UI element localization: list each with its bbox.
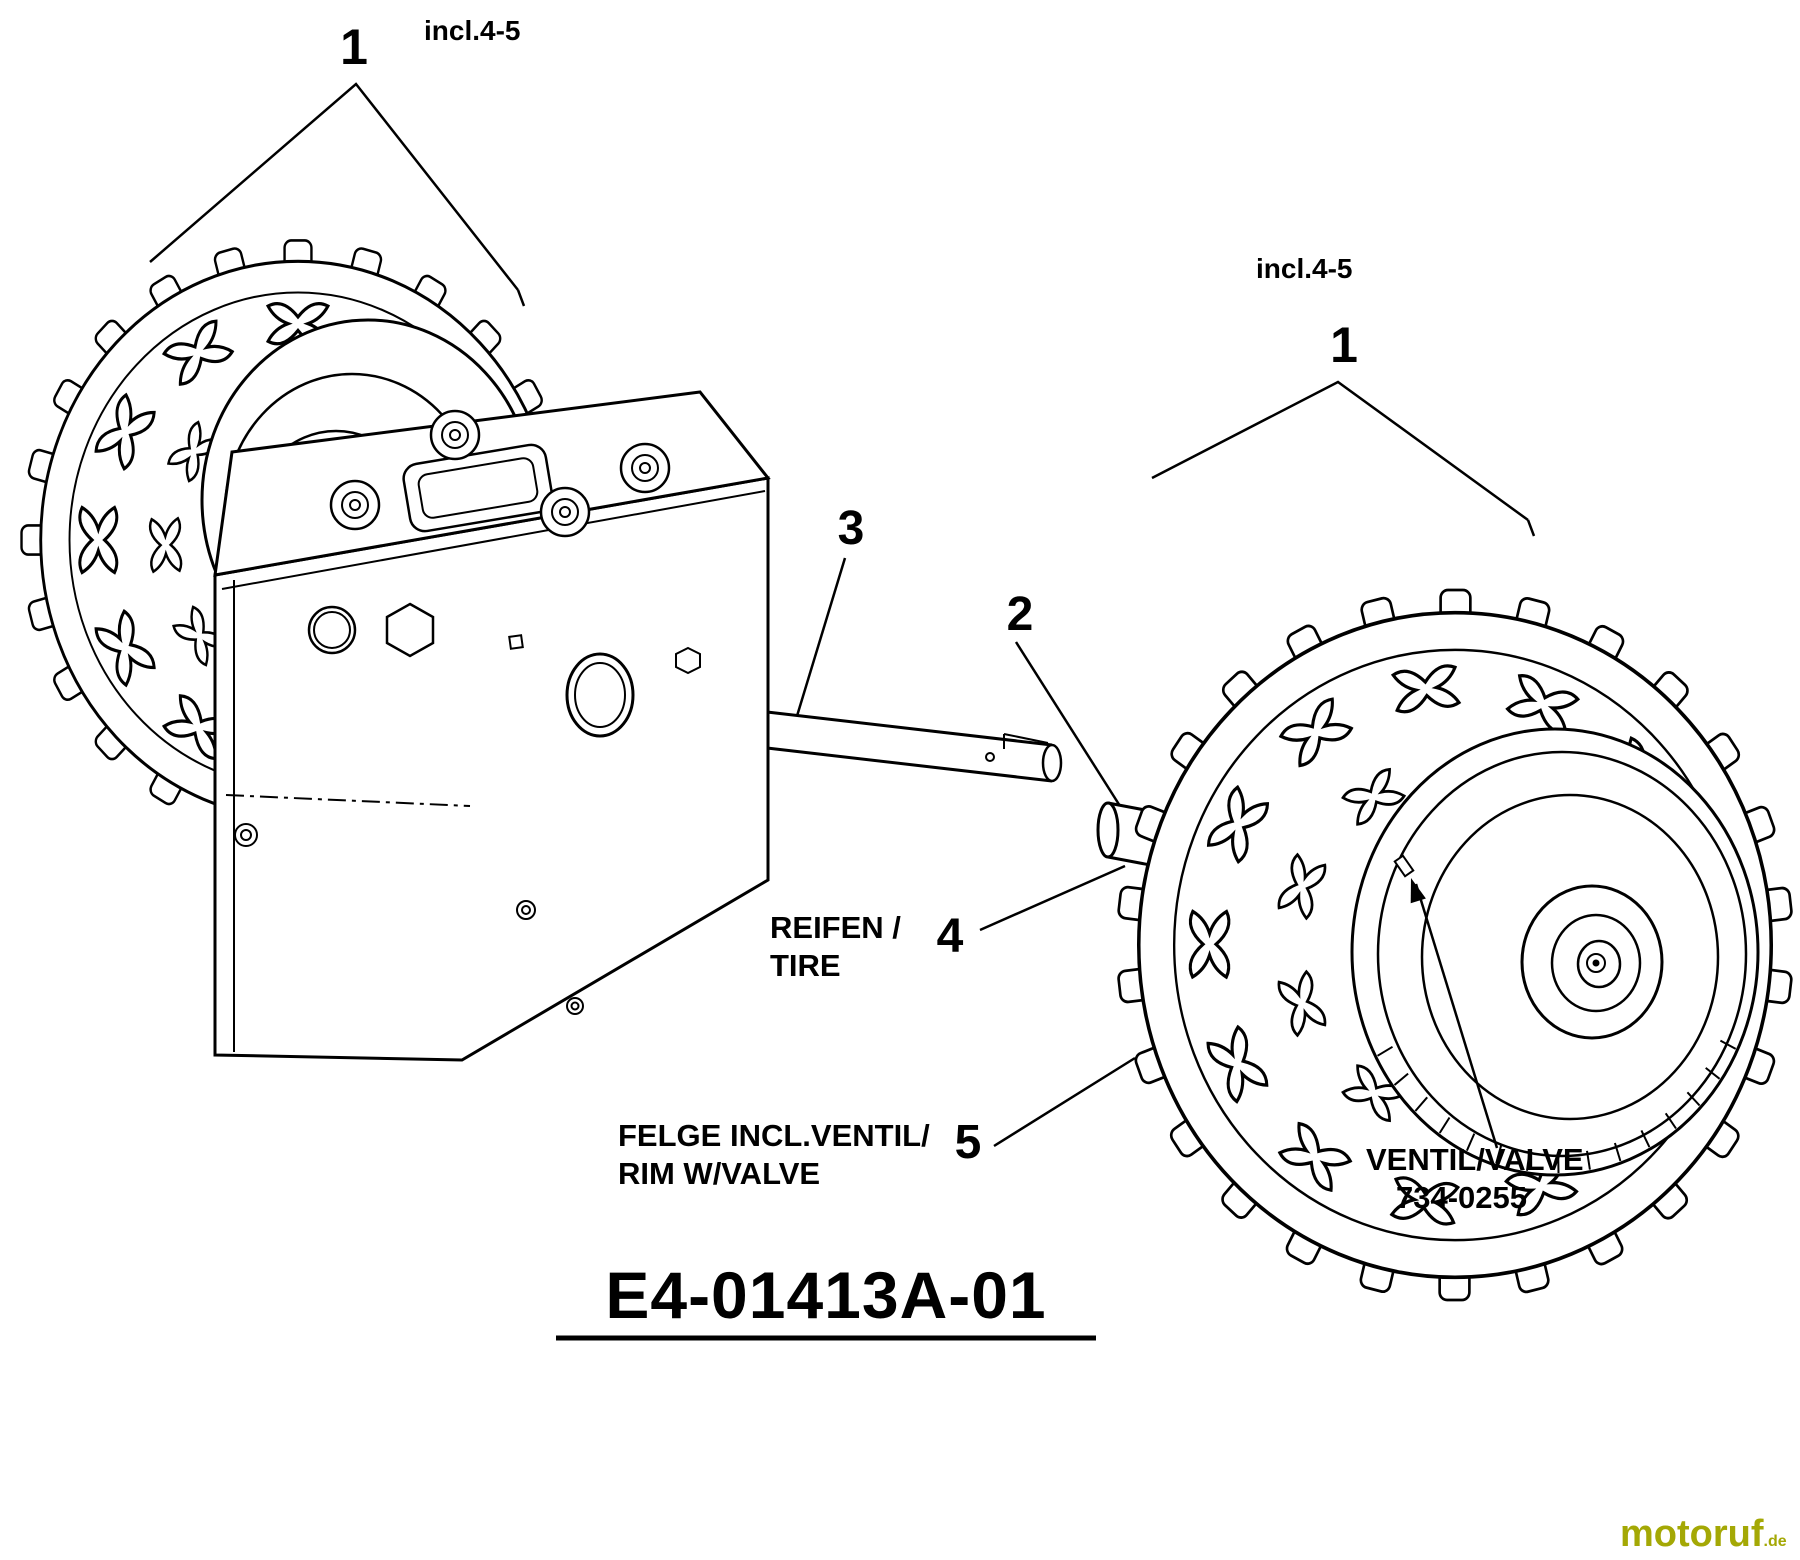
panel-large-hole [565, 652, 635, 738]
rim-shading-tick [1686, 1091, 1701, 1107]
rim-shading-tick [1526, 1151, 1531, 1171]
axle-shaft [766, 710, 1063, 783]
rim-shading-tick [1586, 1150, 1591, 1170]
valve-label: VENTIL/VALVE [1366, 1142, 1584, 1177]
bearing-boss [539, 486, 591, 538]
callout-labels: 1 incl.4-5 incl.4-5 1 3 2 4 REIFEN / TIR… [340, 15, 1584, 1215]
callout-1-left-note: incl.4-5 [424, 15, 520, 46]
hex-nut [385, 602, 435, 658]
diagram-code: E4-01413A-01 [605, 1258, 1046, 1332]
callout-3-label: 3 [838, 502, 865, 555]
small-hex-nut [675, 646, 701, 675]
valve-leader-arrow [1410, 878, 1426, 904]
rim-shading-tick [1414, 1096, 1428, 1112]
panel-large-hole-inner [574, 662, 626, 728]
rim-shading-tick [1613, 1142, 1622, 1162]
panel-square-hole [508, 634, 524, 650]
tire-label-line1: REIFEN / [770, 910, 901, 945]
panel-ring-hole [307, 605, 357, 655]
rim-shading-tick [1393, 1072, 1409, 1086]
rim-shading [1376, 1039, 1737, 1174]
callout-5-label: 5 [955, 1116, 982, 1169]
leader-line-5 [993, 1056, 1136, 1148]
valve-leader-line [1414, 883, 1499, 1149]
rim-shading-tick [1640, 1129, 1651, 1148]
axle-pin-hole [985, 752, 995, 762]
bearing-boss [429, 409, 481, 461]
top-plate-thickness-edge [221, 490, 766, 590]
top-plate-opening [402, 443, 554, 533]
callout-1-right-label: 1 [1330, 317, 1358, 373]
bearing-boss [619, 442, 671, 494]
watermark-tld: .de [1764, 1533, 1787, 1550]
watermark: motoruf.de [1620, 1513, 1787, 1555]
panel-bolt-hole [566, 997, 584, 1015]
callout-bracket-left-tick [516, 289, 526, 307]
callout-lines [149, 82, 1536, 1149]
hub-bolt-center [1592, 959, 1600, 967]
gearbox-housing [213, 390, 771, 1062]
housing-front-panel [213, 476, 770, 1062]
rim-shading-tick [1438, 1116, 1451, 1134]
callout-bracket-right [1151, 380, 1529, 522]
spacer-left-face [1096, 801, 1120, 859]
leader-line-3 [795, 557, 847, 717]
rim-shading-tick [1719, 1039, 1737, 1050]
panel-bolt-hole [234, 823, 258, 847]
panel-ring-hole-inner [313, 611, 351, 649]
rim-outer-ring [1376, 750, 1748, 1158]
valve-part-number: 734-0255 [1396, 1180, 1527, 1215]
leader-line-2 [1014, 641, 1122, 807]
rim-dish-ring [1420, 793, 1720, 1121]
rim-shading-tick [1664, 1112, 1677, 1130]
tire-label-line2: TIRE [770, 948, 841, 983]
rim-shading-tick [1376, 1045, 1394, 1057]
rim-shading-tick [1705, 1067, 1721, 1080]
callout-1-right-note: incl.4-5 [1256, 253, 1352, 284]
panel-bolt-hole [516, 900, 536, 920]
callout-bracket-left [149, 82, 519, 291]
watermark-name: motoruf [1620, 1513, 1764, 1555]
top-plate-opening-lip [417, 457, 539, 519]
bearing-boss [329, 479, 381, 531]
rim-shading-tick [1465, 1133, 1476, 1151]
axle-top-edge [766, 710, 1053, 747]
callout-bracket-right-tick [1526, 519, 1536, 537]
axle-slot [1003, 733, 1049, 744]
leader-line-4 [979, 864, 1126, 932]
callout-1-left-label: 1 [340, 19, 368, 75]
callout-2-label: 2 [1007, 588, 1034, 641]
axle-bottom-edge [766, 746, 1053, 783]
rim-shading-tick [1495, 1144, 1503, 1164]
hidden-centerline [225, 794, 471, 807]
callout-4-label: 4 [937, 910, 964, 963]
rim-label-line1: FELGE INCL.VENTIL/ [618, 1118, 930, 1153]
rim-label-line2: RIM W/VALVE [618, 1156, 820, 1191]
axle-end-cap [1041, 743, 1063, 783]
valve-stem [1393, 854, 1415, 878]
right-wheel-rim-dish [1350, 727, 1760, 1177]
